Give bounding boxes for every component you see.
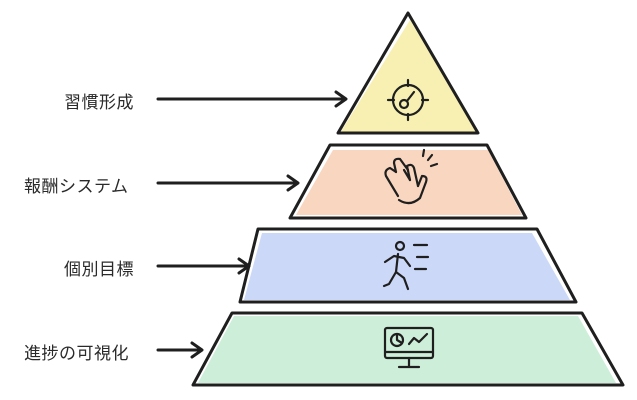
dashboard-monitor-icon [383, 326, 435, 369]
tier-4-outline [191, 311, 625, 387]
tier-3-outline [238, 227, 578, 304]
pyramid-tier-3 [238, 227, 578, 304]
level-label-reward: 報酬システム [24, 177, 129, 197]
level-label-habit: 習慣形成 [64, 93, 134, 113]
clapping-hands-icon [384, 148, 439, 205]
pyramid-tier-1 [336, 11, 480, 135]
target-gauge-icon [386, 78, 430, 122]
pyramid-tier-4 [191, 311, 625, 387]
tier-2-fill [296, 150, 522, 215]
tier-2-outline [288, 143, 528, 220]
arrow-level-3 [156, 257, 251, 275]
tier-3-fill [244, 233, 570, 300]
running-person-icon [382, 240, 430, 291]
tier-1-outline [336, 11, 480, 135]
tier-4-fill [198, 316, 616, 383]
arrow-level-4 [156, 341, 204, 359]
arrow-level-1 [156, 90, 348, 108]
level-label-progress: 進捗の可視化 [24, 344, 129, 364]
arrow-level-2 [156, 174, 300, 192]
tier-1-fill [340, 20, 478, 133]
pyramid-tier-2 [288, 143, 528, 220]
level-label-goal: 個別目標 [64, 260, 134, 280]
